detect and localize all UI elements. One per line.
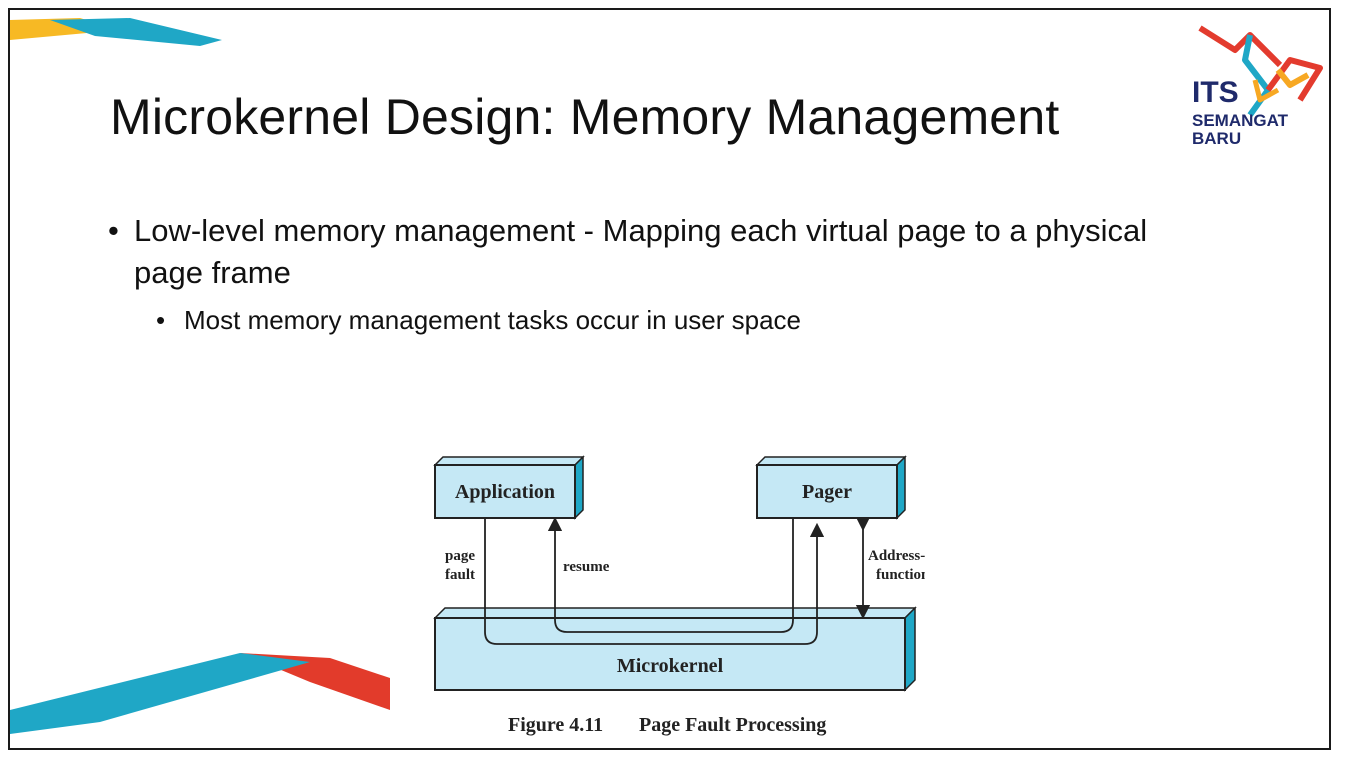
resume-path — [547, 516, 794, 633]
slide: Microkernel Design: Memory Management • … — [8, 8, 1331, 750]
logo-its-text: ITS — [1192, 76, 1239, 109]
bullet-glyph: • — [156, 305, 166, 335]
stripe-cyan-bottom — [10, 653, 310, 734]
application-box: Application — [433, 455, 585, 520]
resume-label: resume — [563, 559, 610, 575]
figure-number: Figure 4.11 — [508, 714, 603, 736]
microkernel-label: Microkernel — [617, 655, 724, 677]
logo-mark-icon — [1198, 25, 1323, 117]
its-logo: ITS SEMANGAT BARU — [1190, 20, 1325, 160]
address-space-label-2: function call — [876, 567, 925, 583]
logo-semangat-text: SEMANGAT — [1192, 111, 1289, 130]
stripe-cyan-top — [50, 18, 222, 46]
pager-label: Pager — [802, 481, 852, 503]
page-fault-label-1: page — [445, 548, 475, 564]
application-label: Application — [455, 481, 555, 503]
page-fault-path — [484, 518, 825, 645]
figure-caption: Page Fault Processing — [639, 714, 826, 736]
logo-baru-text: BARU — [1192, 129, 1242, 148]
page-fault-label-2: fault — [445, 567, 475, 583]
pager-box: Pager — [755, 455, 907, 520]
page-fault-diagram: Application Pager Microkernel page fault… — [433, 455, 925, 736]
sub-bullet-text: Most memory management tasks occur in us… — [184, 305, 802, 335]
sub-bullet-item: • Most memory management tasks occur in … — [156, 302, 1056, 338]
slide-title: Microkernel Design: Memory Management — [110, 89, 1060, 145]
address-space-label-1: Address-space — [868, 548, 925, 564]
microkernel-box: Microkernel — [433, 606, 917, 692]
bullet-text: Low-level memory management - Mapping ea… — [134, 213, 1148, 290]
bullet-glyph: • — [108, 213, 119, 248]
bullet-item: • Low-level memory management - Mapping … — [108, 210, 1188, 294]
decorative-stripes — [10, 18, 390, 734]
